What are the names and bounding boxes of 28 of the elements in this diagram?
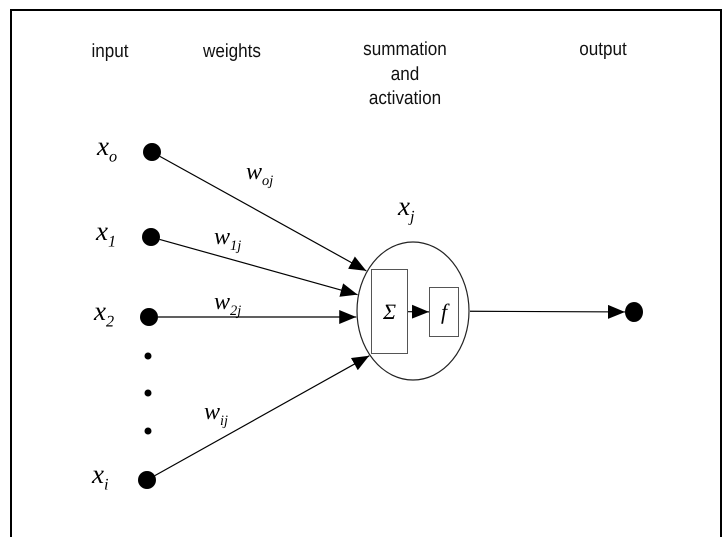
arrow <box>470 304 625 319</box>
column-heading: weights <box>202 40 262 64</box>
variable-label: x$_{1}$ <box>96 218 116 250</box>
function-box <box>429 287 459 337</box>
variable-label: x$_{2}$ <box>94 298 114 330</box>
input-dot <box>138 471 156 489</box>
function-box <box>371 269 408 354</box>
weight-label: w$_{ij}$ <box>204 400 228 428</box>
variable-label: x$_{o}$ <box>97 133 118 165</box>
variable-label: x$_{j}$ <box>398 193 414 225</box>
column-heading: output <box>578 38 628 62</box>
column-heading: summation and activation <box>362 38 448 112</box>
variable-label: x$_{i}$ <box>92 461 108 493</box>
input-dot <box>142 228 160 246</box>
weight-label: w$_{1j}$ <box>214 225 242 254</box>
column-heading: input <box>90 40 130 64</box>
arrow <box>160 238 358 297</box>
weight-label: w$_{oj}$ <box>246 160 274 188</box>
arrow <box>408 304 429 319</box>
input-dot <box>140 308 158 326</box>
neuron-circle <box>356 241 470 381</box>
arrow <box>154 355 370 476</box>
math-symbol: f <box>440 301 448 323</box>
output-dot <box>625 302 643 322</box>
input-dot <box>143 143 161 161</box>
arrow <box>158 310 356 324</box>
math-symbol: Σ <box>382 300 396 322</box>
arrow <box>160 156 367 272</box>
